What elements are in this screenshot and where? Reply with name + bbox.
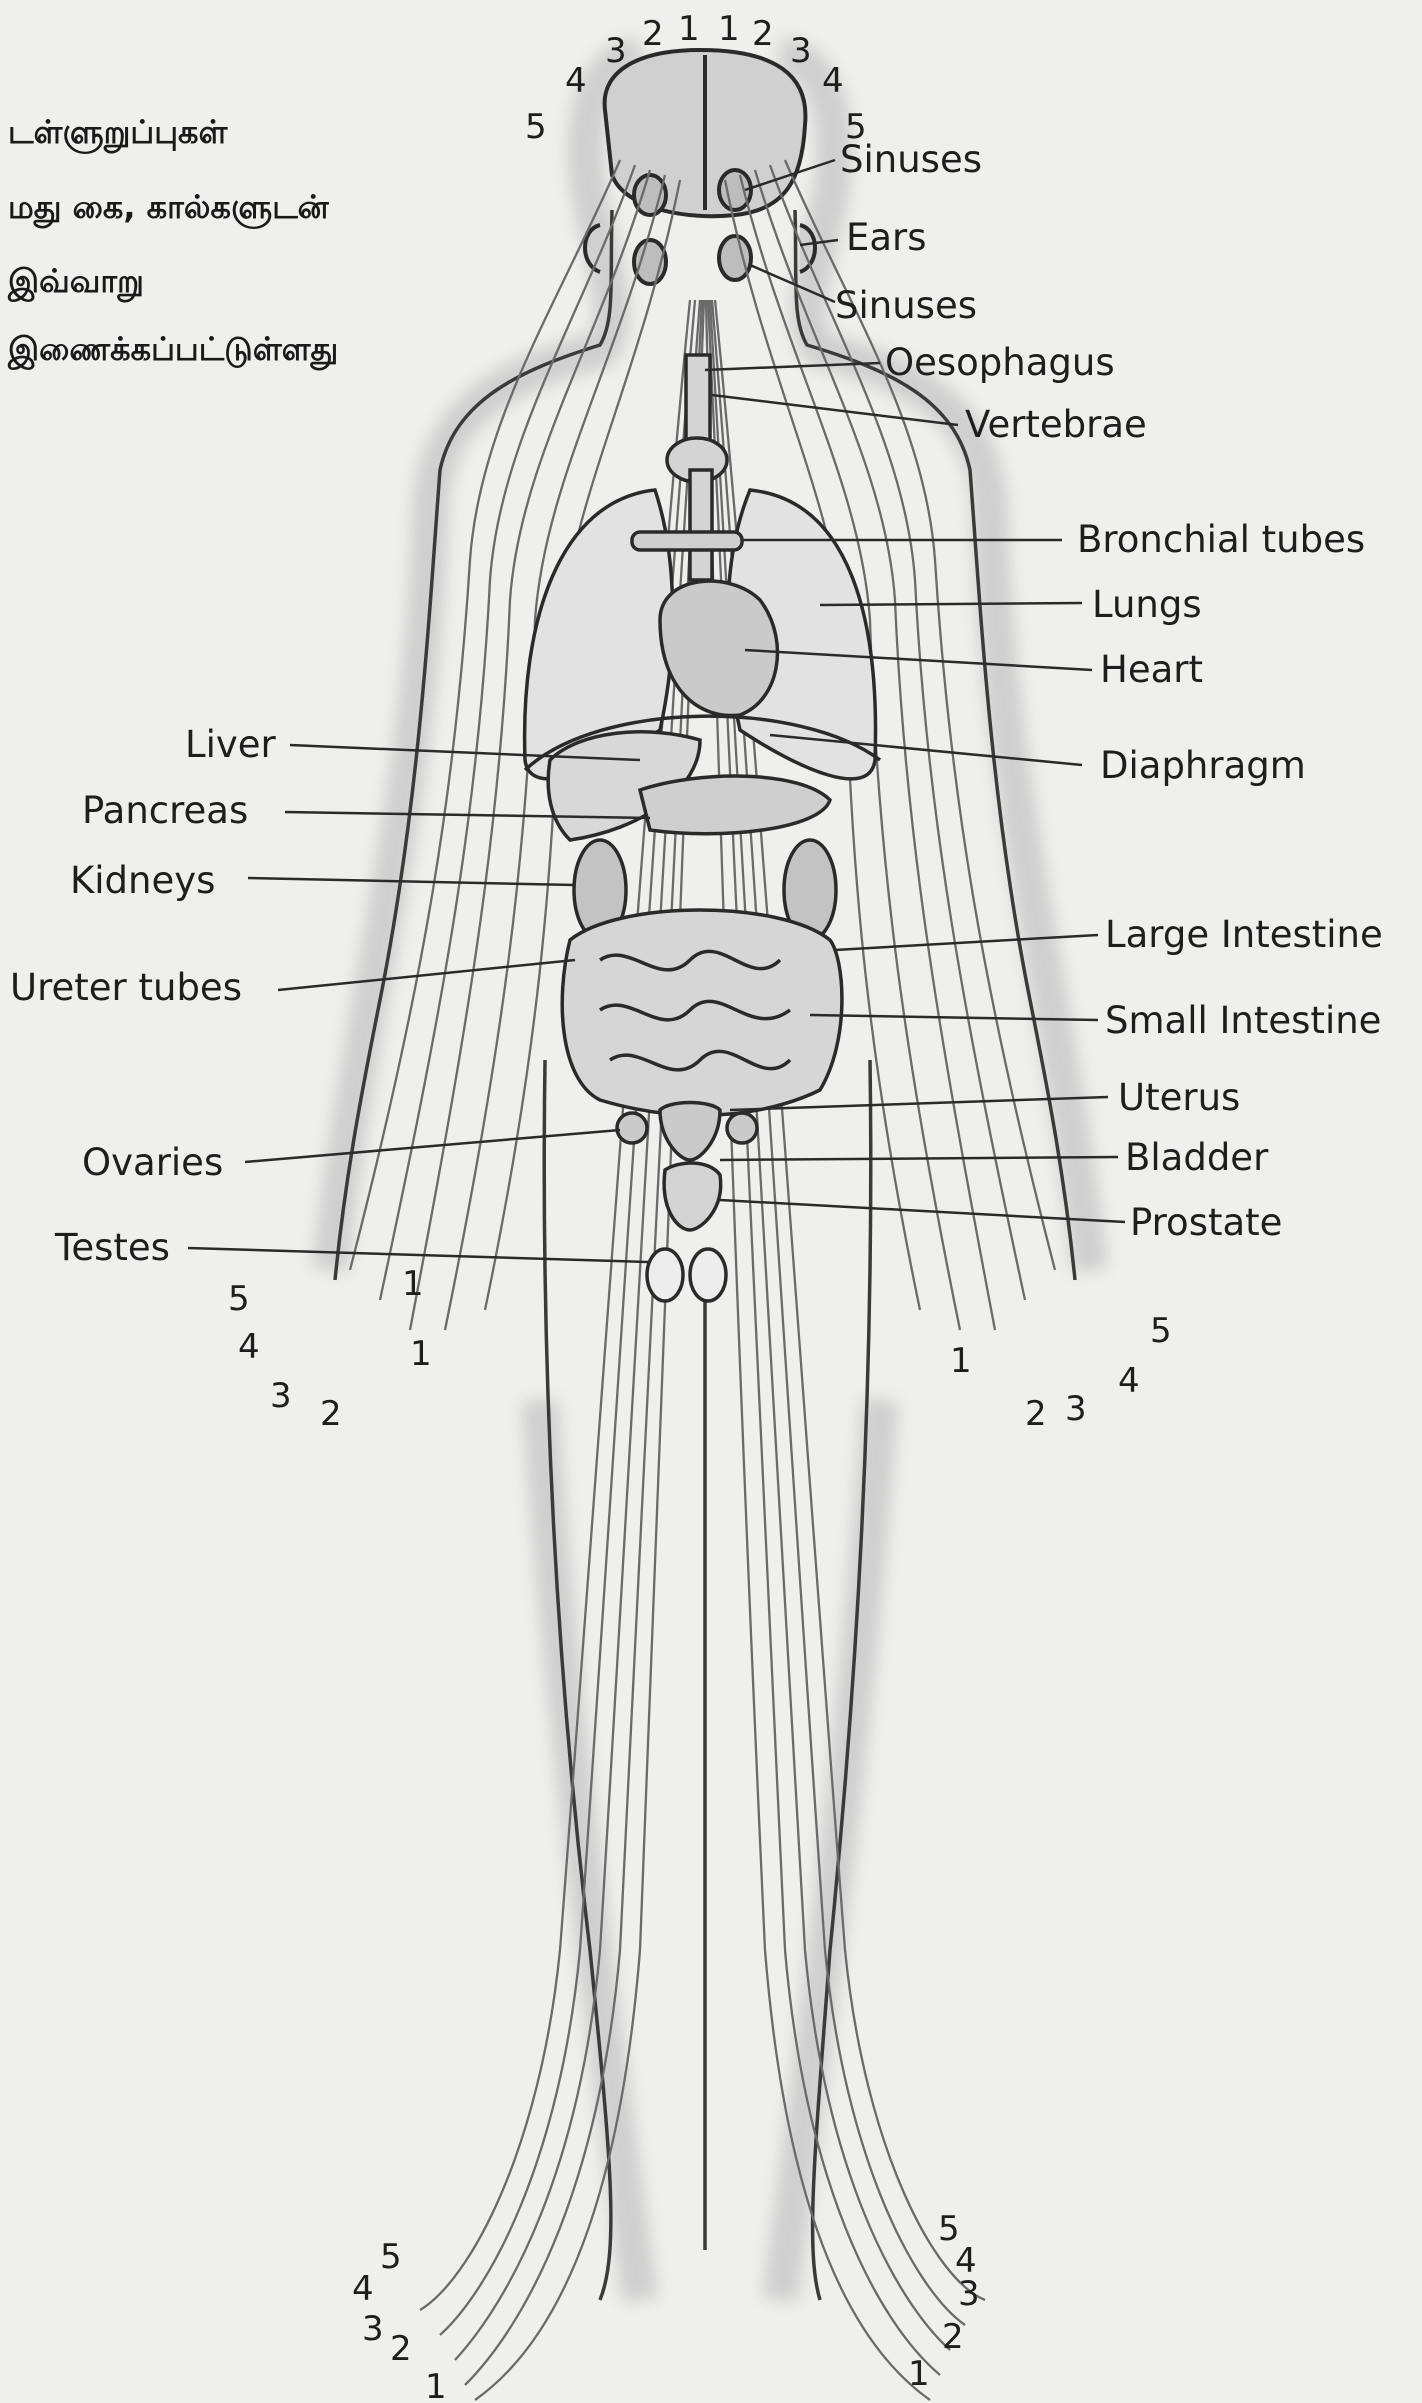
zone-number-head: 5 [845,107,867,147]
zone-number-head: 4 [565,61,587,101]
label-lungs: Lungs [1092,583,1202,626]
label-diaphragm: Diaphragm [1100,744,1306,787]
label-heart: Heart [1100,648,1203,691]
trachea [690,470,712,580]
zone-number-head: 3 [790,31,812,71]
zone-number-head: 5 [525,107,547,147]
zone-number-right-foot: 1 [908,2354,930,2394]
label-large-intestine: Large Intestine [1105,913,1383,956]
zone-number-left-foot: 4 [352,2269,374,2309]
label-uterus: Uterus [1118,1076,1240,1119]
zone-number-head: 2 [752,14,774,54]
zone-number-left-hand: 2 [320,1394,342,1434]
zone-number-right-foot: 2 [942,2317,964,2357]
zone-number-left-foot: 3 [362,2309,384,2349]
label-small-intestine: Small Intestine [1105,999,1381,1042]
label-sinuses-bottom: Sinuses [835,284,977,327]
heart [660,581,777,715]
zone-number-right-hand: 3 [1065,1389,1087,1429]
label-ears: Ears [846,216,927,259]
large-intestine [562,910,842,1115]
label-ureter-tubes: Ureter tubes [10,966,242,1009]
zone-number-right-hand: 1 [950,1341,972,1381]
label-ovaries: Ovaries [82,1141,223,1184]
label-bronchial-tubes: Bronchial tubes [1077,518,1365,561]
label-liver: Liver [185,723,277,766]
label-vertebrae: Vertebrae [965,403,1147,446]
zone-number-left-hand: 5 [228,1279,250,1319]
uterus [660,1103,720,1161]
testis-left [647,1249,683,1301]
label-prostate: Prostate [1130,1201,1282,1244]
zone-number-head: 2 [642,14,664,54]
bronchial-tubes [632,532,742,550]
zone-number-right-hand: 2 [1025,1394,1047,1434]
label-bladder: Bladder [1125,1136,1269,1179]
testis-right [690,1249,726,1301]
zone-number-right-hand: 5 [1150,1311,1172,1351]
zone-number-right-hand: 4 [1118,1361,1140,1401]
zone-number-head: 1 [678,9,700,49]
label-pancreas: Pancreas [82,789,248,832]
zone-number-left-foot: 2 [390,2329,412,2369]
zone-number-left-hand: 1 [410,1334,432,1374]
zone-number-left-foot: 1 [425,2367,447,2403]
label-oesophagus: Oesophagus [885,341,1115,384]
label-kidneys: Kidneys [70,859,215,902]
bladder-prostate [664,1163,721,1230]
zone-number-right-foot: 3 [958,2274,980,2314]
stomach-pancreas [640,776,830,834]
zone-number-left-hand: 3 [270,1376,292,1416]
zone-number-left-hand: 4 [238,1327,260,1367]
ovary-left [617,1113,647,1143]
zone-number-head: 4 [822,61,844,101]
oesophagus [686,355,710,445]
ovary-right [727,1113,757,1143]
zone-number-left-hand: 1 [402,1264,424,1304]
zone-number-head: 1 [718,9,740,49]
label-testes: Testes [54,1226,170,1269]
zone-number-head: 3 [605,31,627,71]
zone-number-left-foot: 5 [380,2237,402,2277]
